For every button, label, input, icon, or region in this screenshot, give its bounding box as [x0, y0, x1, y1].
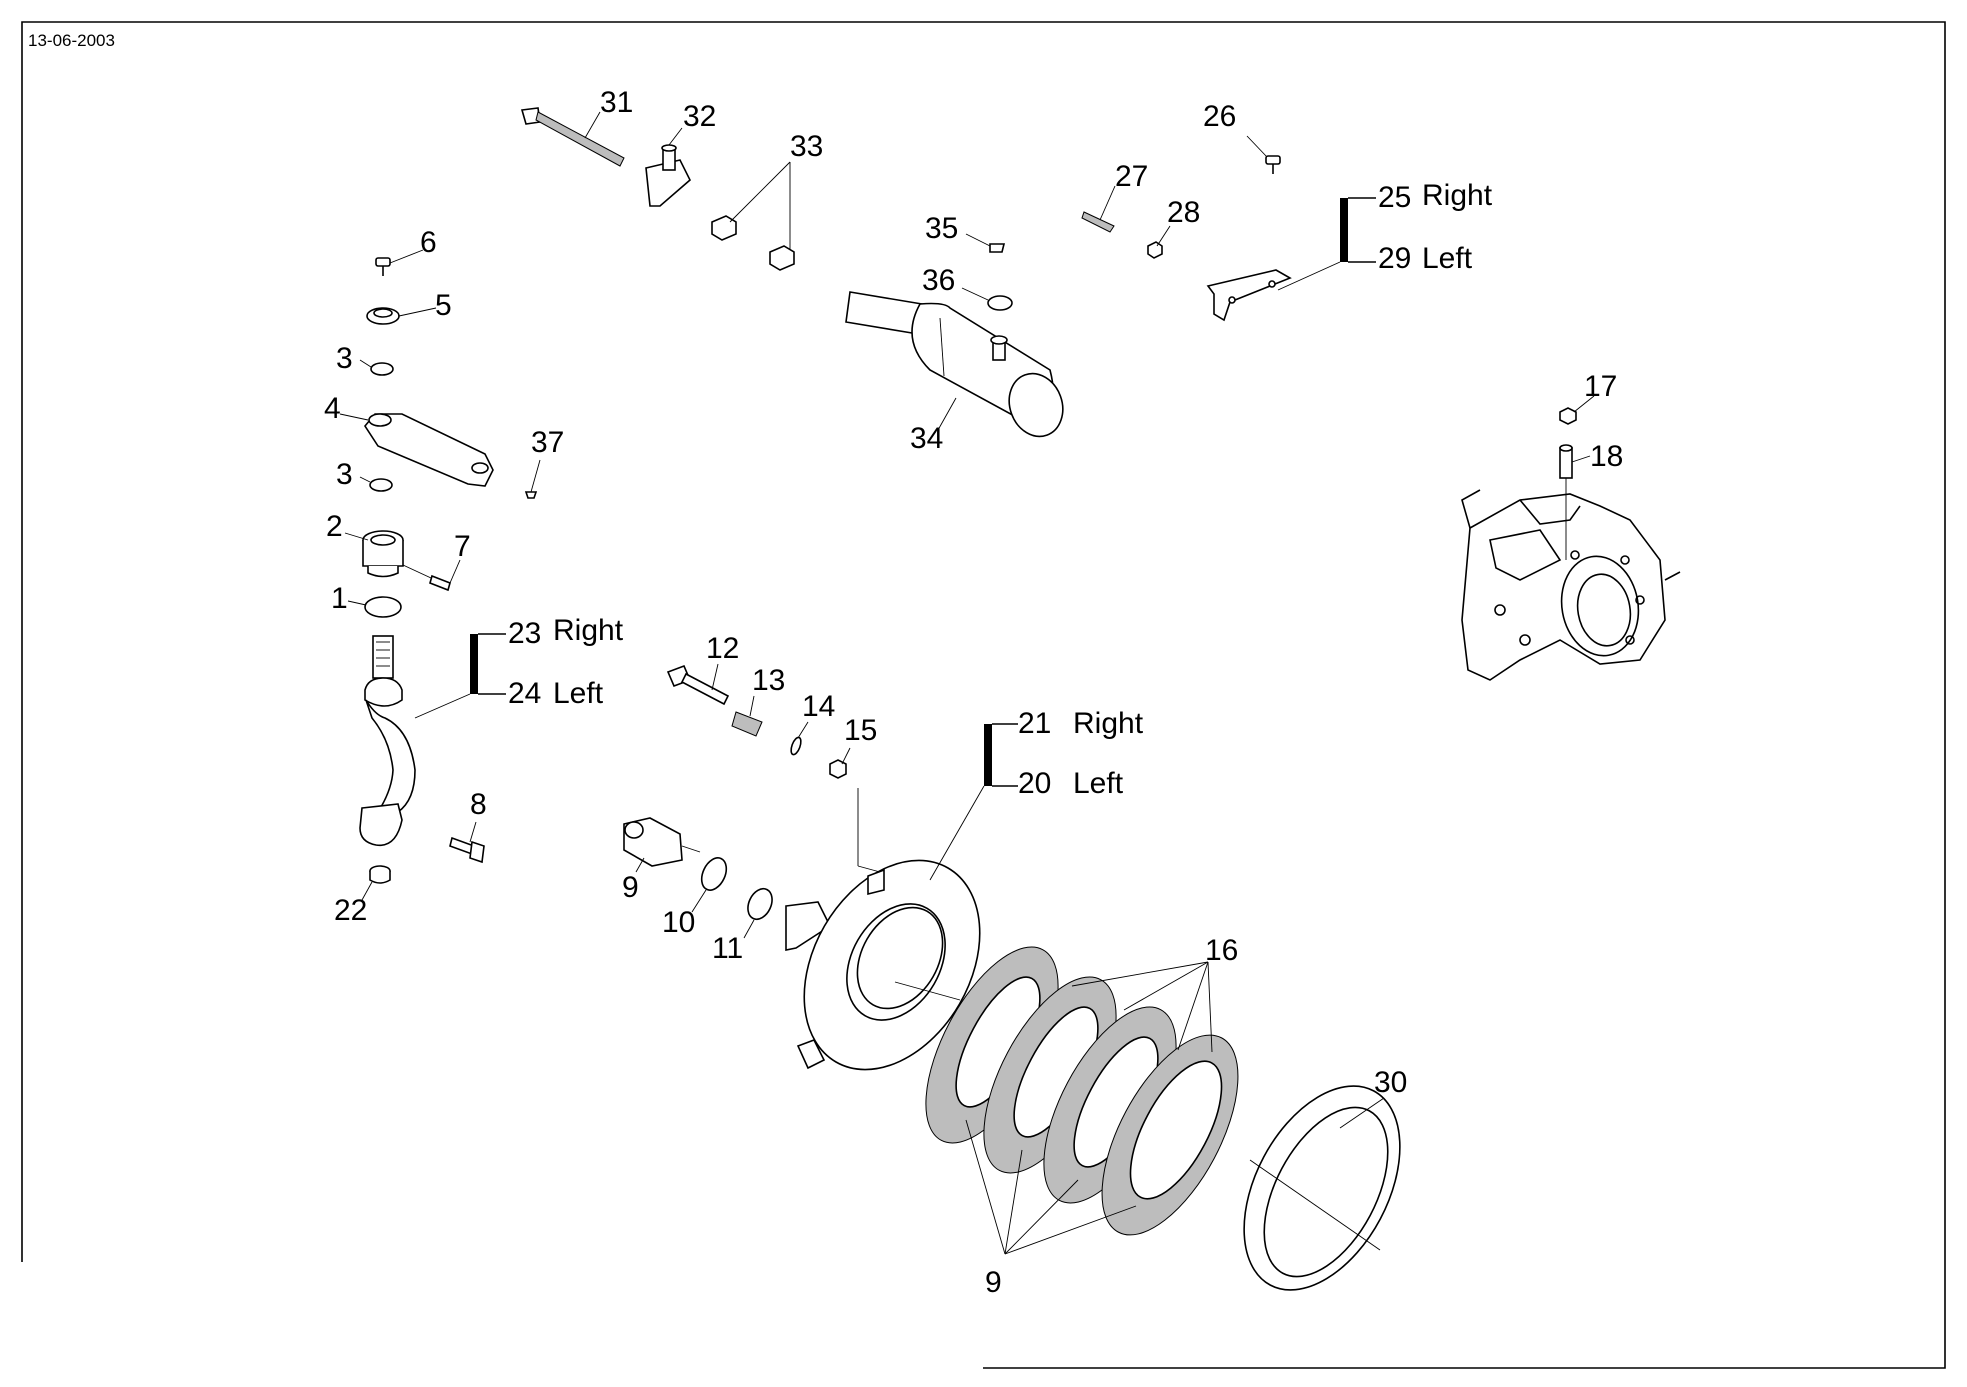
callout-29: 29 — [1378, 242, 1411, 275]
callout-30: 30 — [1374, 1066, 1407, 1099]
callout-33: 33 — [790, 130, 823, 163]
part-8-bolt — [449, 836, 485, 864]
part-25-29-bracket — [1206, 269, 1292, 322]
part-28-nut — [1147, 241, 1163, 259]
callout-20: 20 — [1018, 767, 1051, 800]
callout-9-lower: 9 — [985, 1266, 1002, 1299]
drawing-date: 13-06-2003 — [28, 31, 115, 50]
callout-35: 35 — [925, 212, 958, 245]
callout-15: 15 — [844, 714, 877, 747]
callout-22: 22 — [334, 894, 367, 927]
part-11-disc — [747, 887, 773, 921]
part-13-spring — [731, 711, 763, 737]
callout-9-upper: 9 — [622, 871, 639, 904]
callout-25: 25 — [1378, 181, 1411, 214]
part-4-lever-arm — [364, 413, 494, 487]
variant-bracket-20-21 — [984, 724, 992, 786]
callout-31: 31 — [600, 86, 633, 119]
part-22-roller — [369, 865, 391, 884]
part-5-washer — [366, 307, 400, 325]
part-26-screw — [1265, 155, 1281, 174]
callout-34: 34 — [910, 422, 943, 455]
part-35-clip — [989, 243, 1006, 253]
part-3-oring-lower — [369, 478, 393, 492]
callout-5: 5 — [435, 289, 452, 322]
callout-21: 21 — [1018, 707, 1051, 740]
callout-3-lower: 3 — [336, 458, 353, 491]
label-24-left: Left — [553, 677, 604, 710]
callout-13: 13 — [752, 664, 785, 697]
part-31-long-bolt — [520, 107, 625, 167]
part-18-stud — [1559, 444, 1573, 479]
callout-2: 2 — [326, 510, 343, 543]
callout-27: 27 — [1115, 160, 1148, 193]
part-32-clamp-block — [645, 144, 691, 207]
part-6-screw — [375, 257, 391, 276]
variant-bracket-25-29 — [1340, 198, 1348, 262]
part-20-21-brake-housing — [785, 859, 981, 1071]
label-20-left: Left — [1073, 767, 1124, 800]
part-36-washer — [987, 295, 1013, 311]
callout-12: 12 — [706, 632, 739, 665]
label-23-right: Right — [553, 614, 624, 647]
label-29-left: Left — [1422, 242, 1473, 275]
part-7-set-screw — [429, 574, 451, 592]
callout-3-upper: 3 — [336, 342, 353, 375]
callout-10: 10 — [662, 906, 695, 939]
callout-7: 7 — [454, 530, 471, 563]
part-23-24-shift-shaft — [359, 635, 416, 847]
callout-4: 4 — [324, 392, 341, 425]
callout-36: 36 — [922, 264, 955, 297]
part-37-pin — [524, 491, 538, 499]
callout-6: 6 — [420, 226, 437, 259]
drawing-frame — [21, 21, 1946, 1369]
part-33-nuts — [711, 215, 795, 271]
callout-16: 16 — [1205, 934, 1238, 967]
part-12-bolt — [666, 664, 730, 706]
callout-23: 23 — [508, 617, 541, 650]
part-15-nut — [829, 759, 847, 779]
callout-37: 37 — [531, 426, 564, 459]
variant-bracket-23-24 — [470, 634, 478, 694]
callout-28: 28 — [1167, 196, 1200, 229]
label-25-right: Right — [1422, 179, 1493, 212]
callout-14: 14 — [802, 690, 835, 723]
part-16-friction-discs — [925, 946, 1239, 1236]
part-3-oring-upper — [370, 362, 394, 376]
callout-32: 32 — [683, 100, 716, 133]
part-1-oring — [364, 596, 402, 618]
callout-24: 24 — [508, 677, 541, 710]
part-27-stud — [1081, 211, 1115, 233]
callout-18: 18 — [1590, 440, 1623, 473]
part-2-bushing — [362, 530, 404, 578]
part-9-piston — [623, 817, 683, 867]
part-10-oring — [700, 857, 728, 891]
label-21-right: Right — [1073, 707, 1144, 740]
callout-26: 26 — [1203, 100, 1236, 133]
callout-1: 1 — [331, 582, 348, 615]
gearbox-housing — [1461, 478, 1681, 681]
callout-11: 11 — [712, 932, 743, 965]
callout-8: 8 — [470, 788, 487, 821]
part-14-pin — [790, 736, 802, 756]
part-17-nut — [1559, 407, 1577, 425]
callout-17: 17 — [1584, 370, 1617, 403]
part-34-cylinder — [845, 291, 1064, 438]
